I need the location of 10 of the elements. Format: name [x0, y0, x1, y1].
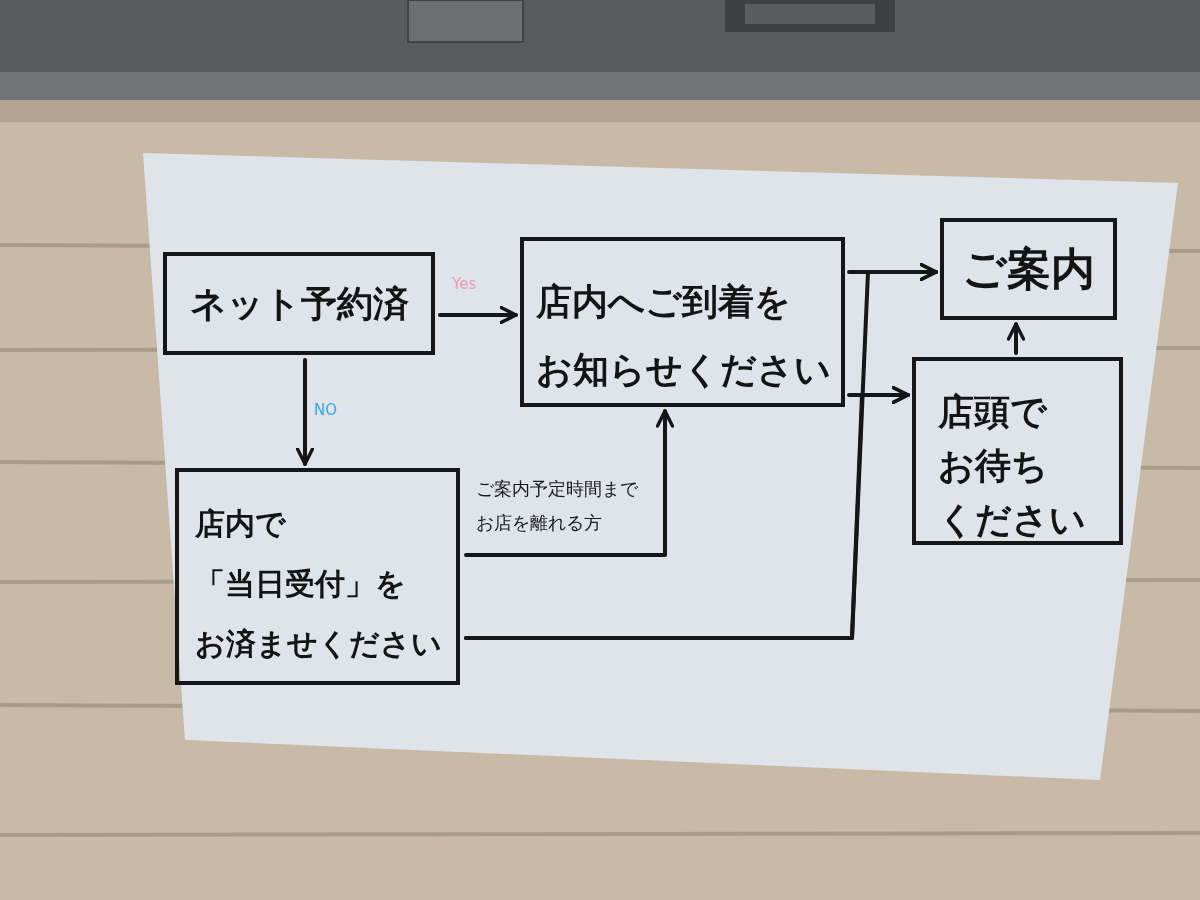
process-box: ご案内: [940, 218, 1117, 320]
process-box: 店内で「当日受付」をお済ませください: [175, 468, 460, 685]
arrow: [464, 409, 675, 557]
arrow: [295, 358, 315, 466]
process-box: ネット予約済: [163, 252, 435, 355]
arrow: [1006, 322, 1026, 355]
process-box: 店頭でお待ちください: [912, 357, 1123, 545]
arrow: [464, 385, 910, 640]
process-box: 店内へご到着をお知らせください: [520, 237, 845, 407]
arrow: [438, 305, 518, 325]
